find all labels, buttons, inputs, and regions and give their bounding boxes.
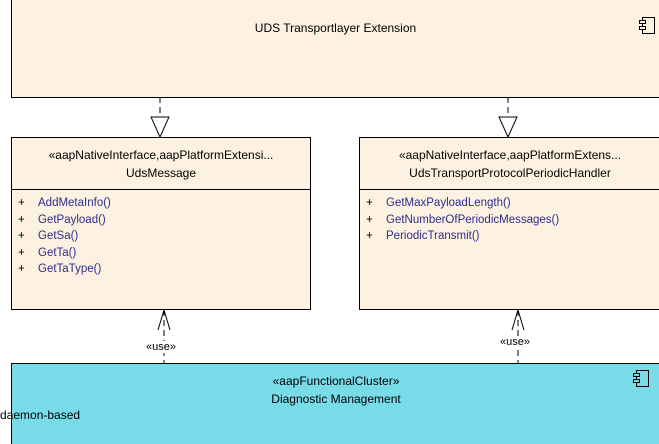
uds-message-stereotype: «aapNativeInterface,aapPlatformExtensi..… xyxy=(48,148,274,162)
periodic-handler-name: UdsTransportProtocolPeriodicHandler xyxy=(409,166,611,180)
uds-message-class[interactable]: «aapNativeInterface,aapPlatformExtensi..… xyxy=(11,137,311,310)
diagnostic-management-component[interactable]: «aapFunctionalCluster» Diagnostic Manage… xyxy=(11,363,659,444)
diagnostic-management-stereotype: «aapFunctionalCluster» xyxy=(272,374,400,388)
operation-row[interactable]: +AddMetaInfo() xyxy=(18,197,111,209)
operation-name: GetSa() xyxy=(38,230,79,242)
operation-name: GetTa() xyxy=(38,246,77,259)
component-icon xyxy=(633,370,649,387)
operation-name: GetMaxPayloadLength() xyxy=(386,197,511,209)
uds-message-operations: +AddMetaInfo() +GetPayload() +GetSa() +G… xyxy=(18,195,111,278)
uds-message-name: UdsMessage xyxy=(125,166,197,180)
use-label-right: «use» xyxy=(499,336,531,348)
transport-extension-component[interactable]: UDS Transportlayer Extension xyxy=(11,0,659,98)
use-arrowhead-left xyxy=(157,308,171,331)
realization-arrowhead-left xyxy=(150,116,170,139)
operation-row[interactable]: +PeriodicTransmit() xyxy=(366,230,480,242)
realization-arrowhead-right xyxy=(498,116,518,139)
uds-message-divider xyxy=(12,189,310,190)
periodic-handler-divider xyxy=(360,189,659,190)
operation-name: AddMetaInfo() xyxy=(38,197,111,209)
operation-name: GetTaType() xyxy=(38,263,102,275)
diagnostic-management-name: Diagnostic Management xyxy=(271,392,401,406)
operation-row[interactable]: +GetTaType() xyxy=(18,263,102,275)
use-label-left: «use» xyxy=(145,341,177,353)
operation-name: GetPayload() xyxy=(38,213,106,226)
periodic-handler-operations: +GetMaxPayloadLength() +GetNumberOfPerio… xyxy=(366,195,559,245)
diagnostic-management-attribute: daemon-based xyxy=(0,408,81,422)
operation-row[interactable]: +GetSa() xyxy=(18,230,79,242)
periodic-handler-stereotype: «aapNativeInterface,aapPlatformExtens... xyxy=(398,148,622,162)
operation-name: PeriodicTransmit() xyxy=(386,230,480,242)
component-icon xyxy=(639,17,655,34)
transport-extension-name: UDS Transportlayer Extension xyxy=(254,21,417,35)
periodic-handler-class[interactable]: «aapNativeInterface,aapPlatformExtens...… xyxy=(359,137,659,310)
operation-row[interactable]: +GetPayload() xyxy=(18,213,106,226)
operation-name: GetNumberOfPeriodicMessages() xyxy=(386,213,560,226)
operation-row[interactable]: +GetMaxPayloadLength() xyxy=(366,197,511,209)
operation-row[interactable]: +GetTa() xyxy=(18,246,77,259)
operation-row[interactable]: +GetNumberOfPeriodicMessages() xyxy=(366,213,560,226)
use-arrowhead-right xyxy=(511,308,525,331)
